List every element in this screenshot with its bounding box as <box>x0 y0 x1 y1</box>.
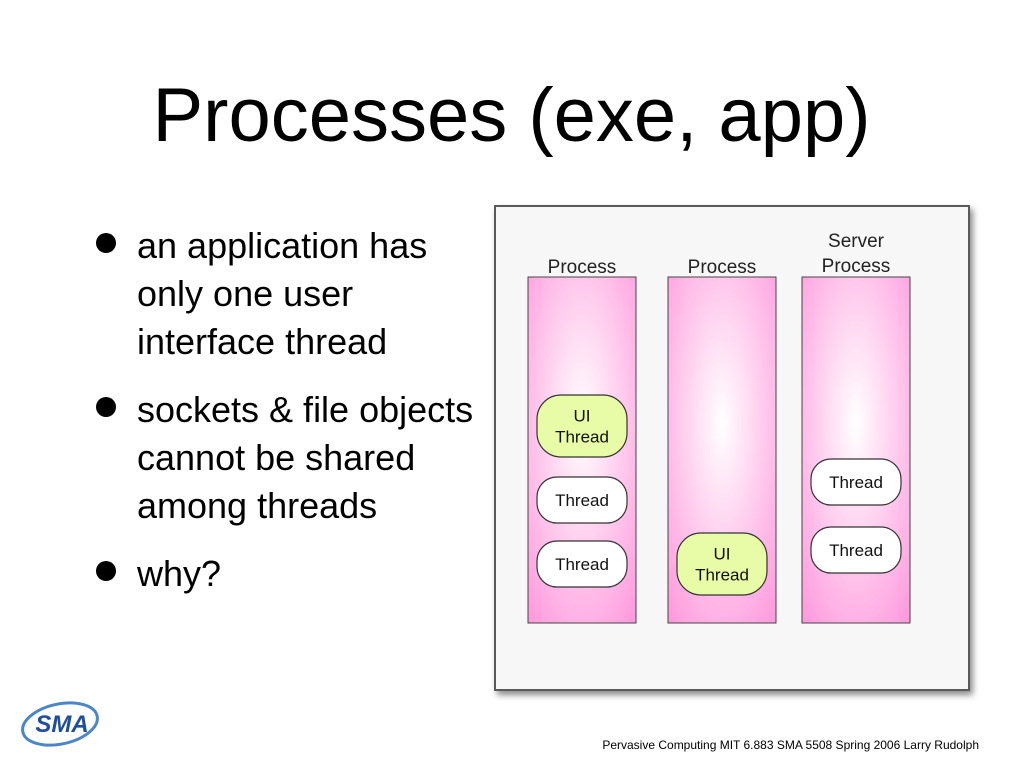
process-column: Process UI Thread <box>667 257 777 624</box>
thread: Thread <box>536 540 628 588</box>
bullet-dot-icon <box>96 397 116 417</box>
thread-box <box>676 532 768 596</box>
thread-box <box>536 394 628 458</box>
thread-box <box>810 526 902 574</box>
thread-box <box>536 540 628 588</box>
bullet-item: sockets & file objects cannot be shared … <box>92 386 482 530</box>
thread: Thread <box>536 476 628 524</box>
bullet-item: an application has only one user interfa… <box>92 222 482 366</box>
thread-label: Thread <box>829 541 883 560</box>
slide-title: Processes (exe, app) <box>152 73 871 158</box>
bullet-text: sockets & file objects cannot be shared … <box>137 389 474 526</box>
process-column: Process UI Thread Thread Thread <box>527 257 637 624</box>
thread-label: Thread <box>555 491 609 510</box>
ui-thread: UI Thread <box>536 394 628 458</box>
process-title: Process <box>548 257 617 278</box>
process-diagram: Process UI Thread Thread Thread Process <box>527 231 911 624</box>
sma-logo: SMA <box>21 701 99 747</box>
logo-text: SMA <box>35 711 88 738</box>
ui-thread: UI Thread <box>676 532 768 596</box>
logo-swoosh <box>21 701 99 747</box>
thread-box <box>536 476 628 524</box>
thread-label: UI <box>714 545 731 564</box>
process-title: Process <box>822 256 891 277</box>
process-title: Server <box>828 231 885 252</box>
thread: Thread <box>810 458 902 506</box>
thread-label: Thread <box>555 428 609 447</box>
bullet-dot-icon <box>96 561 116 581</box>
bullet-dot-icon <box>96 233 116 253</box>
thread-label: Thread <box>555 555 609 574</box>
process-diagram-frame: Process UI Thread Thread Thread Process <box>494 205 970 691</box>
bullet-text: an application has only one user interfa… <box>137 225 428 362</box>
bullet-item: why? <box>92 550 482 598</box>
thread-label: UI <box>574 407 591 426</box>
bullet-list: an application has only one user interfa… <box>92 222 482 618</box>
thread-label: Thread <box>829 473 883 492</box>
process-title: Process <box>688 257 757 278</box>
process-column: Server Process Thread Thread <box>801 231 911 624</box>
thread: Thread <box>810 526 902 574</box>
thread-box <box>810 458 902 506</box>
bullet-text: why? <box>137 553 222 594</box>
thread-label: Thread <box>695 566 749 585</box>
footer-credit: Pervasive Computing MIT 6.883 SMA 5508 S… <box>602 738 979 752</box>
